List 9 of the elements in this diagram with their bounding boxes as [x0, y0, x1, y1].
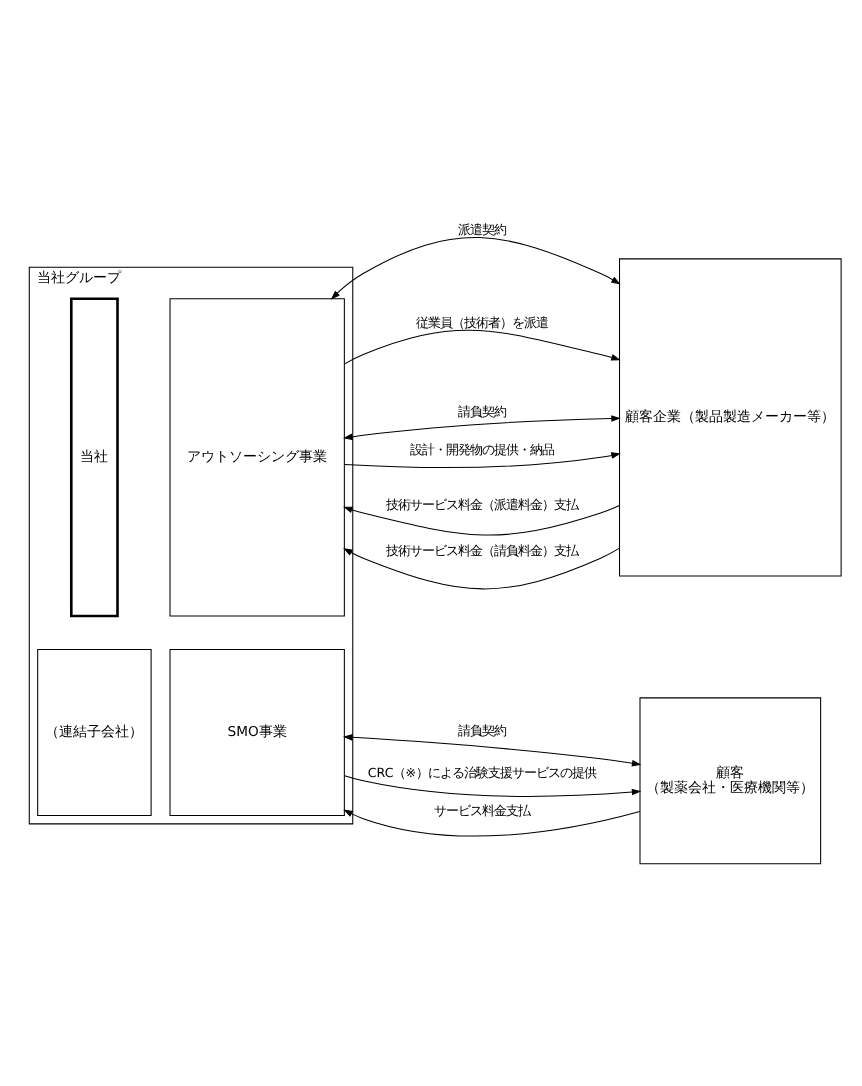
arrow	[343, 414, 621, 440]
arrow	[330, 236, 621, 299]
arrow	[343, 733, 642, 766]
arrow	[344, 451, 621, 467]
arrow	[343, 546, 620, 589]
arrow	[343, 808, 641, 836]
arrow	[344, 328, 621, 364]
arrow	[344, 774, 642, 796]
arrow	[343, 503, 620, 535]
